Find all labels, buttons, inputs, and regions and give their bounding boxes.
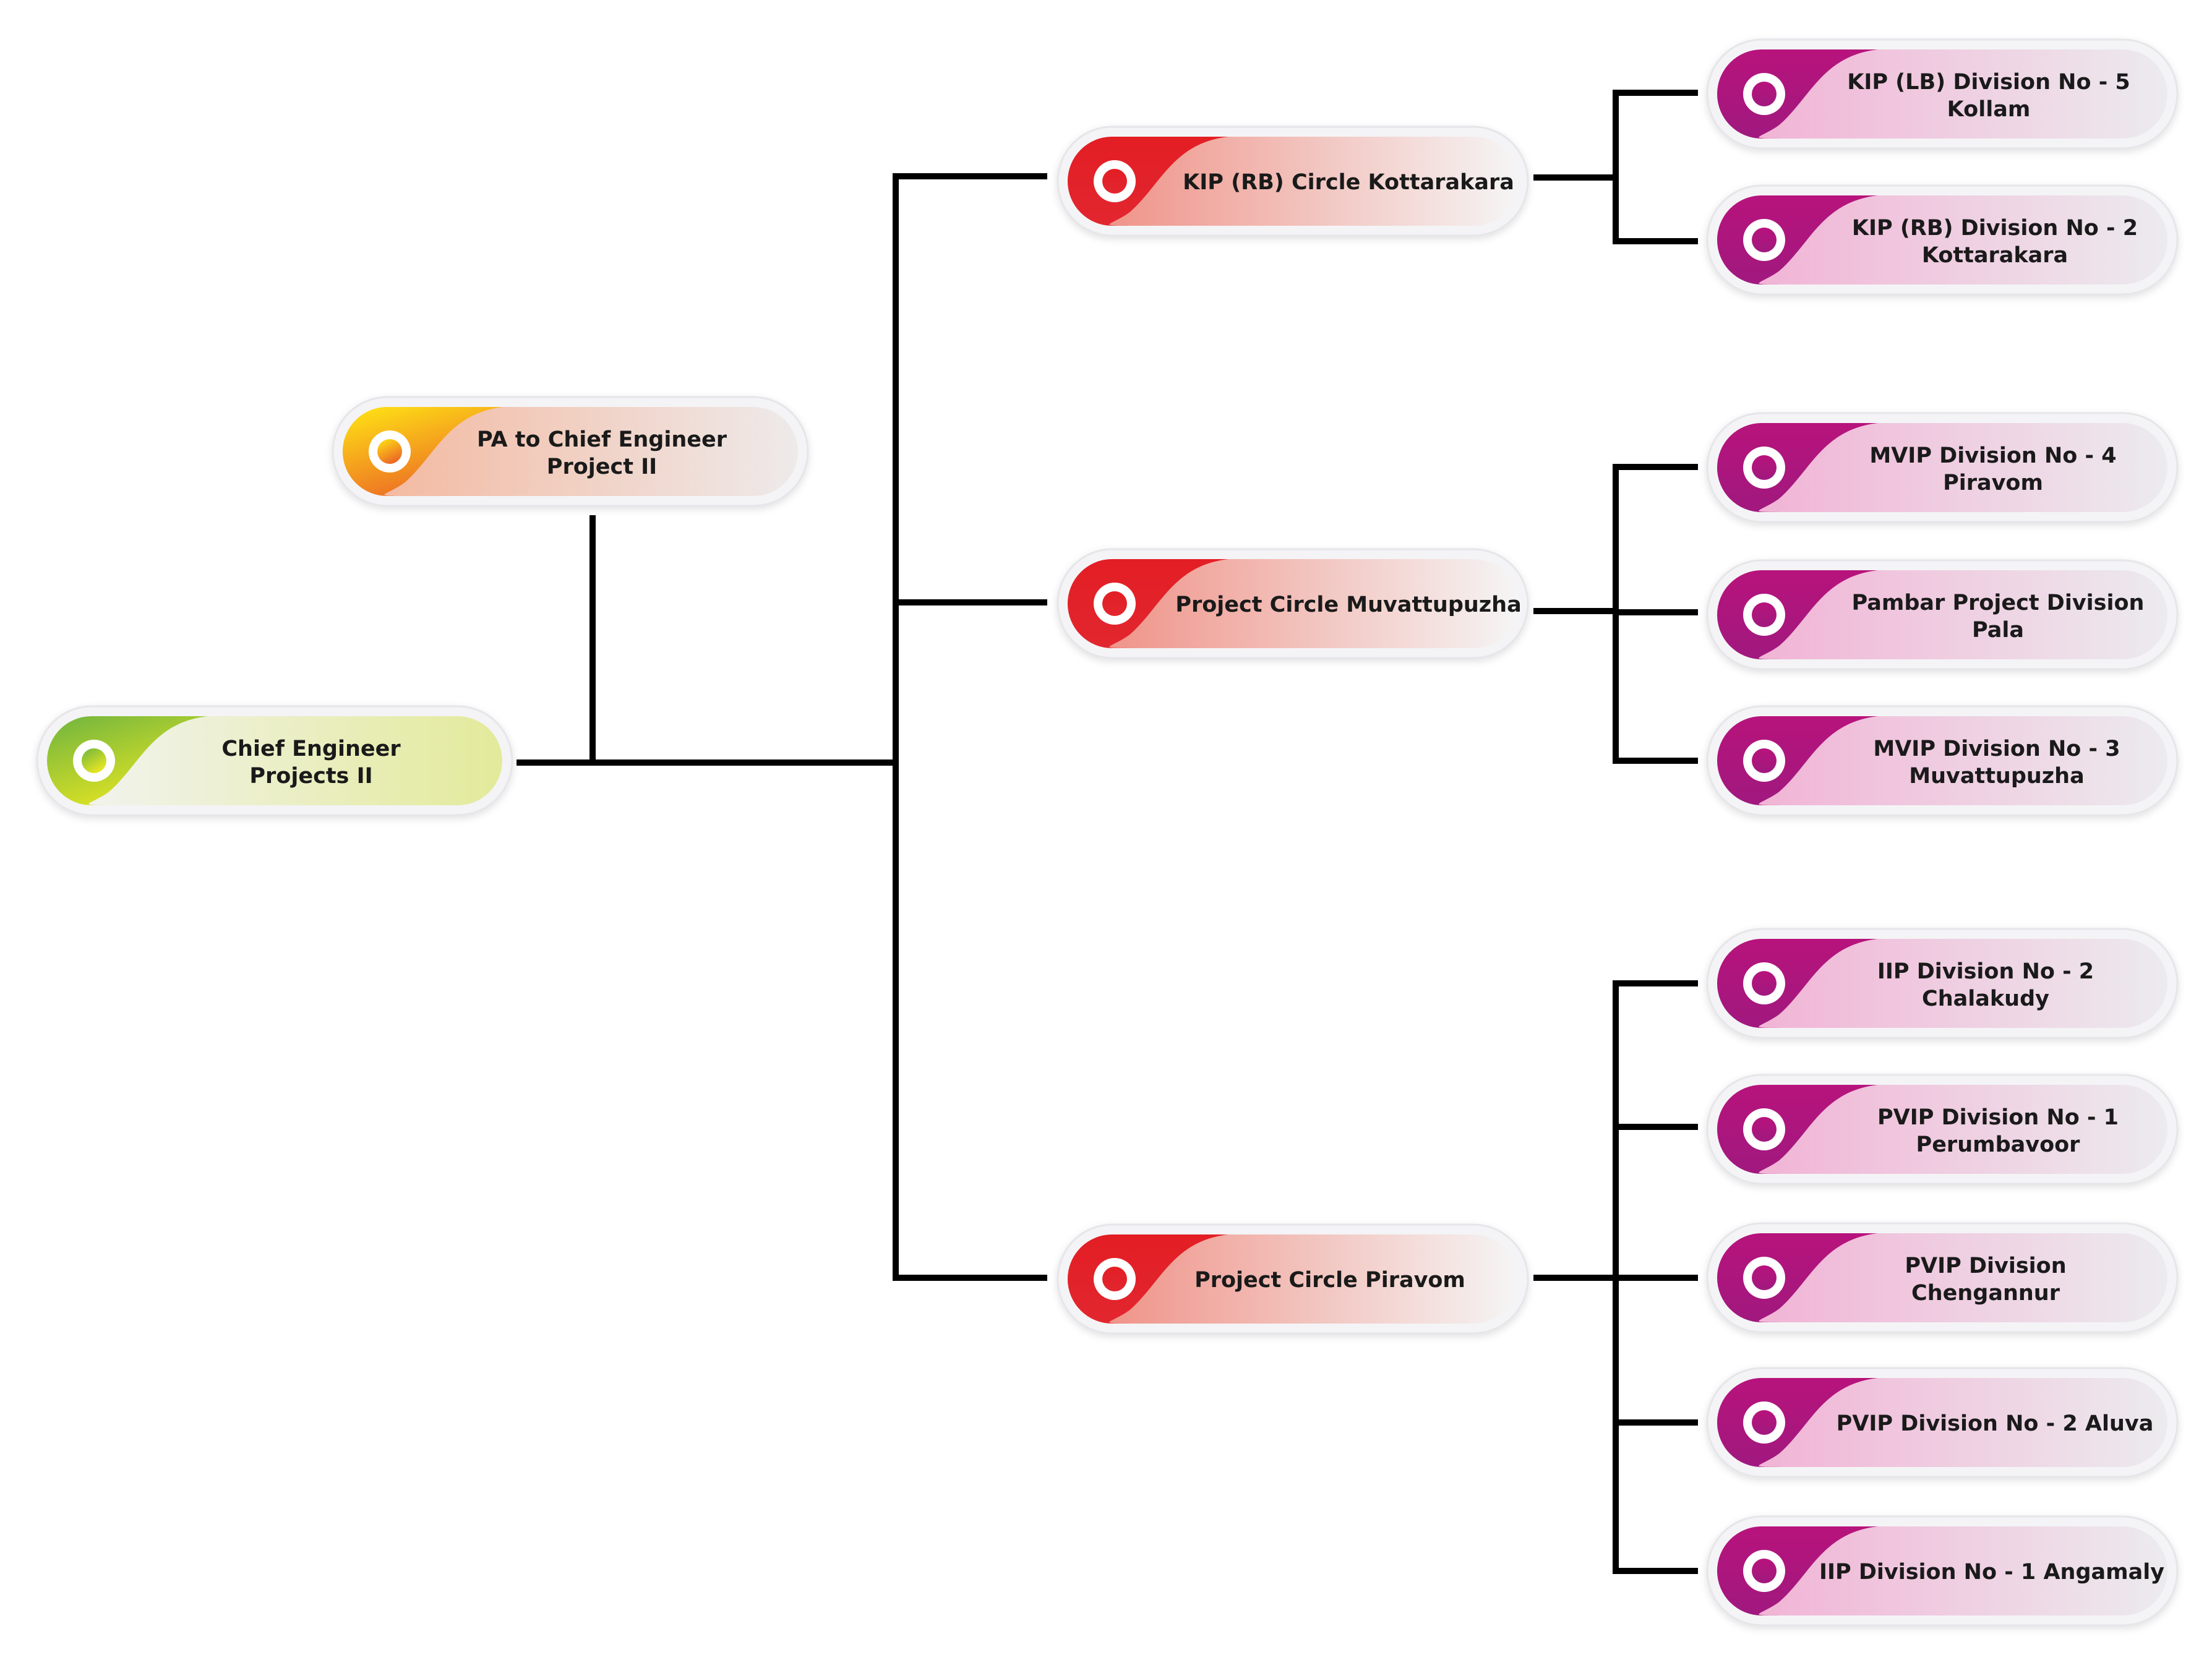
- node-div-iip1: IIP Division No - 1 Angamaly: [1706, 1515, 2179, 1627]
- node-body: [1717, 939, 2167, 1028]
- node-accent: [1717, 716, 1878, 805]
- node-label-line2: Project II: [547, 455, 657, 479]
- node-div-mvip3: MVIP Division No - 3 Muvattupuzha: [1706, 705, 2179, 816]
- node-label-line1: PVIP Division No - 1: [1877, 1105, 2119, 1130]
- ring-icon: [1743, 740, 1785, 782]
- node-label: KIP (RB) Circle Kottarakara: [1183, 170, 1514, 195]
- node-label-line1: IIP Division No - 2: [1877, 959, 2094, 984]
- node-body: [1717, 1085, 2167, 1174]
- node-label-line1: PA to Chief Engineer: [477, 427, 727, 452]
- node-label-line1: PVIP Division: [1905, 1254, 2066, 1278]
- ring-icon: [1743, 219, 1785, 261]
- node-body: [1717, 1233, 2167, 1322]
- node-accent: [1717, 1085, 1878, 1174]
- node-label-line2: Kollam: [1947, 97, 2031, 122]
- node-label-line2: Muvattupuzha: [1909, 764, 2084, 789]
- node-body: [343, 407, 798, 496]
- connectors: [517, 90, 1698, 1574]
- node-accent: [47, 716, 208, 805]
- node-accent: [343, 407, 504, 496]
- node-accent: [1717, 1233, 1878, 1322]
- node-body: [47, 716, 502, 805]
- ring-icon: [1743, 1257, 1785, 1299]
- connector-kottarakara-bracket: [1533, 90, 1698, 244]
- node-body: [1068, 1234, 1518, 1324]
- node-accent: [1068, 559, 1228, 648]
- node-label: Project Circle Muvattupuzha: [1175, 593, 1521, 617]
- ring-icon: [1743, 1401, 1785, 1444]
- node-body: [1717, 1526, 2167, 1615]
- ring-icon: [1743, 1550, 1785, 1592]
- node-body: [1717, 570, 2167, 659]
- ring-icon: [1094, 1258, 1136, 1300]
- ring-icon: [1094, 160, 1136, 202]
- ring-icon: [1743, 1108, 1785, 1150]
- node-body: [1717, 716, 2167, 805]
- ring-icon: [73, 740, 115, 782]
- node-label-line1: KIP (LB) Division No - 5: [1847, 70, 2130, 95]
- node-body: [1068, 137, 1518, 226]
- node-label: PVIP Division No - 2 Aluva: [1837, 1411, 2154, 1436]
- node-body: [1717, 195, 2167, 285]
- node-label-line1: KIP (RB) Division No - 2: [1852, 216, 2138, 241]
- node-label-line2: Chengannur: [1911, 1281, 2060, 1306]
- connector-muvattupuzha-bracket: [1533, 464, 1698, 764]
- node-label-line2: Chalakudy: [1922, 986, 2049, 1011]
- node-label-line2: Kottarakara: [1922, 243, 2068, 268]
- node-label-line2: Perumbavoor: [1916, 1132, 2081, 1157]
- node-circle-kottarakara: KIP (RB) Circle Kottarakara: [1057, 126, 1529, 237]
- ring-icon: [369, 430, 411, 473]
- node-accent: [1717, 1378, 1878, 1467]
- node-body: [1717, 49, 2167, 139]
- node-accent: [1717, 1526, 1878, 1615]
- ring-icon: [1743, 594, 1785, 636]
- node-body: [1717, 423, 2167, 512]
- node-label: Project Circle Piravom: [1194, 1268, 1465, 1293]
- ring-icon: [1094, 583, 1136, 625]
- node-circle-piravom: Project Circle Piravom: [1057, 1223, 1529, 1335]
- node-label-line2: Projects II: [249, 764, 372, 789]
- node-accent: [1717, 570, 1878, 659]
- node-label-line1: Pambar Project Division: [1852, 591, 2145, 615]
- ring-icon: [1743, 962, 1785, 1004]
- node-label-line1: MVIP Division No - 3: [1873, 737, 2120, 761]
- node-accent: [1068, 137, 1228, 226]
- node-body: [1068, 559, 1518, 648]
- node-body: [1717, 1378, 2167, 1467]
- node-label-line2: Pala: [1972, 618, 2024, 643]
- node-label-line2: Piravom: [1943, 471, 2043, 495]
- node-label: IIP Division No - 1 Angamaly: [1819, 1560, 2164, 1585]
- node-div-pvip2: PVIP Division No - 2 Aluva: [1706, 1367, 2179, 1478]
- node-circle-muvattupuzha: Project Circle Muvattupuzha: [1057, 548, 1529, 659]
- ring-icon: [1743, 73, 1785, 115]
- node-accent: [1068, 1234, 1228, 1324]
- node-label-line1: MVIP Division No - 4: [1869, 443, 2116, 468]
- node-accent: [1717, 423, 1878, 512]
- node-accent: [1717, 195, 1878, 285]
- node-label-line1: Chief Engineer: [221, 737, 401, 761]
- connector-piravom-bracket: [1533, 980, 1698, 1574]
- node-accent: [1717, 939, 1878, 1028]
- node-accent: [1717, 49, 1878, 139]
- ring-icon: [1743, 447, 1785, 489]
- node-div-mvip4: MVIP Division No - 4 Piravom: [1706, 412, 2179, 523]
